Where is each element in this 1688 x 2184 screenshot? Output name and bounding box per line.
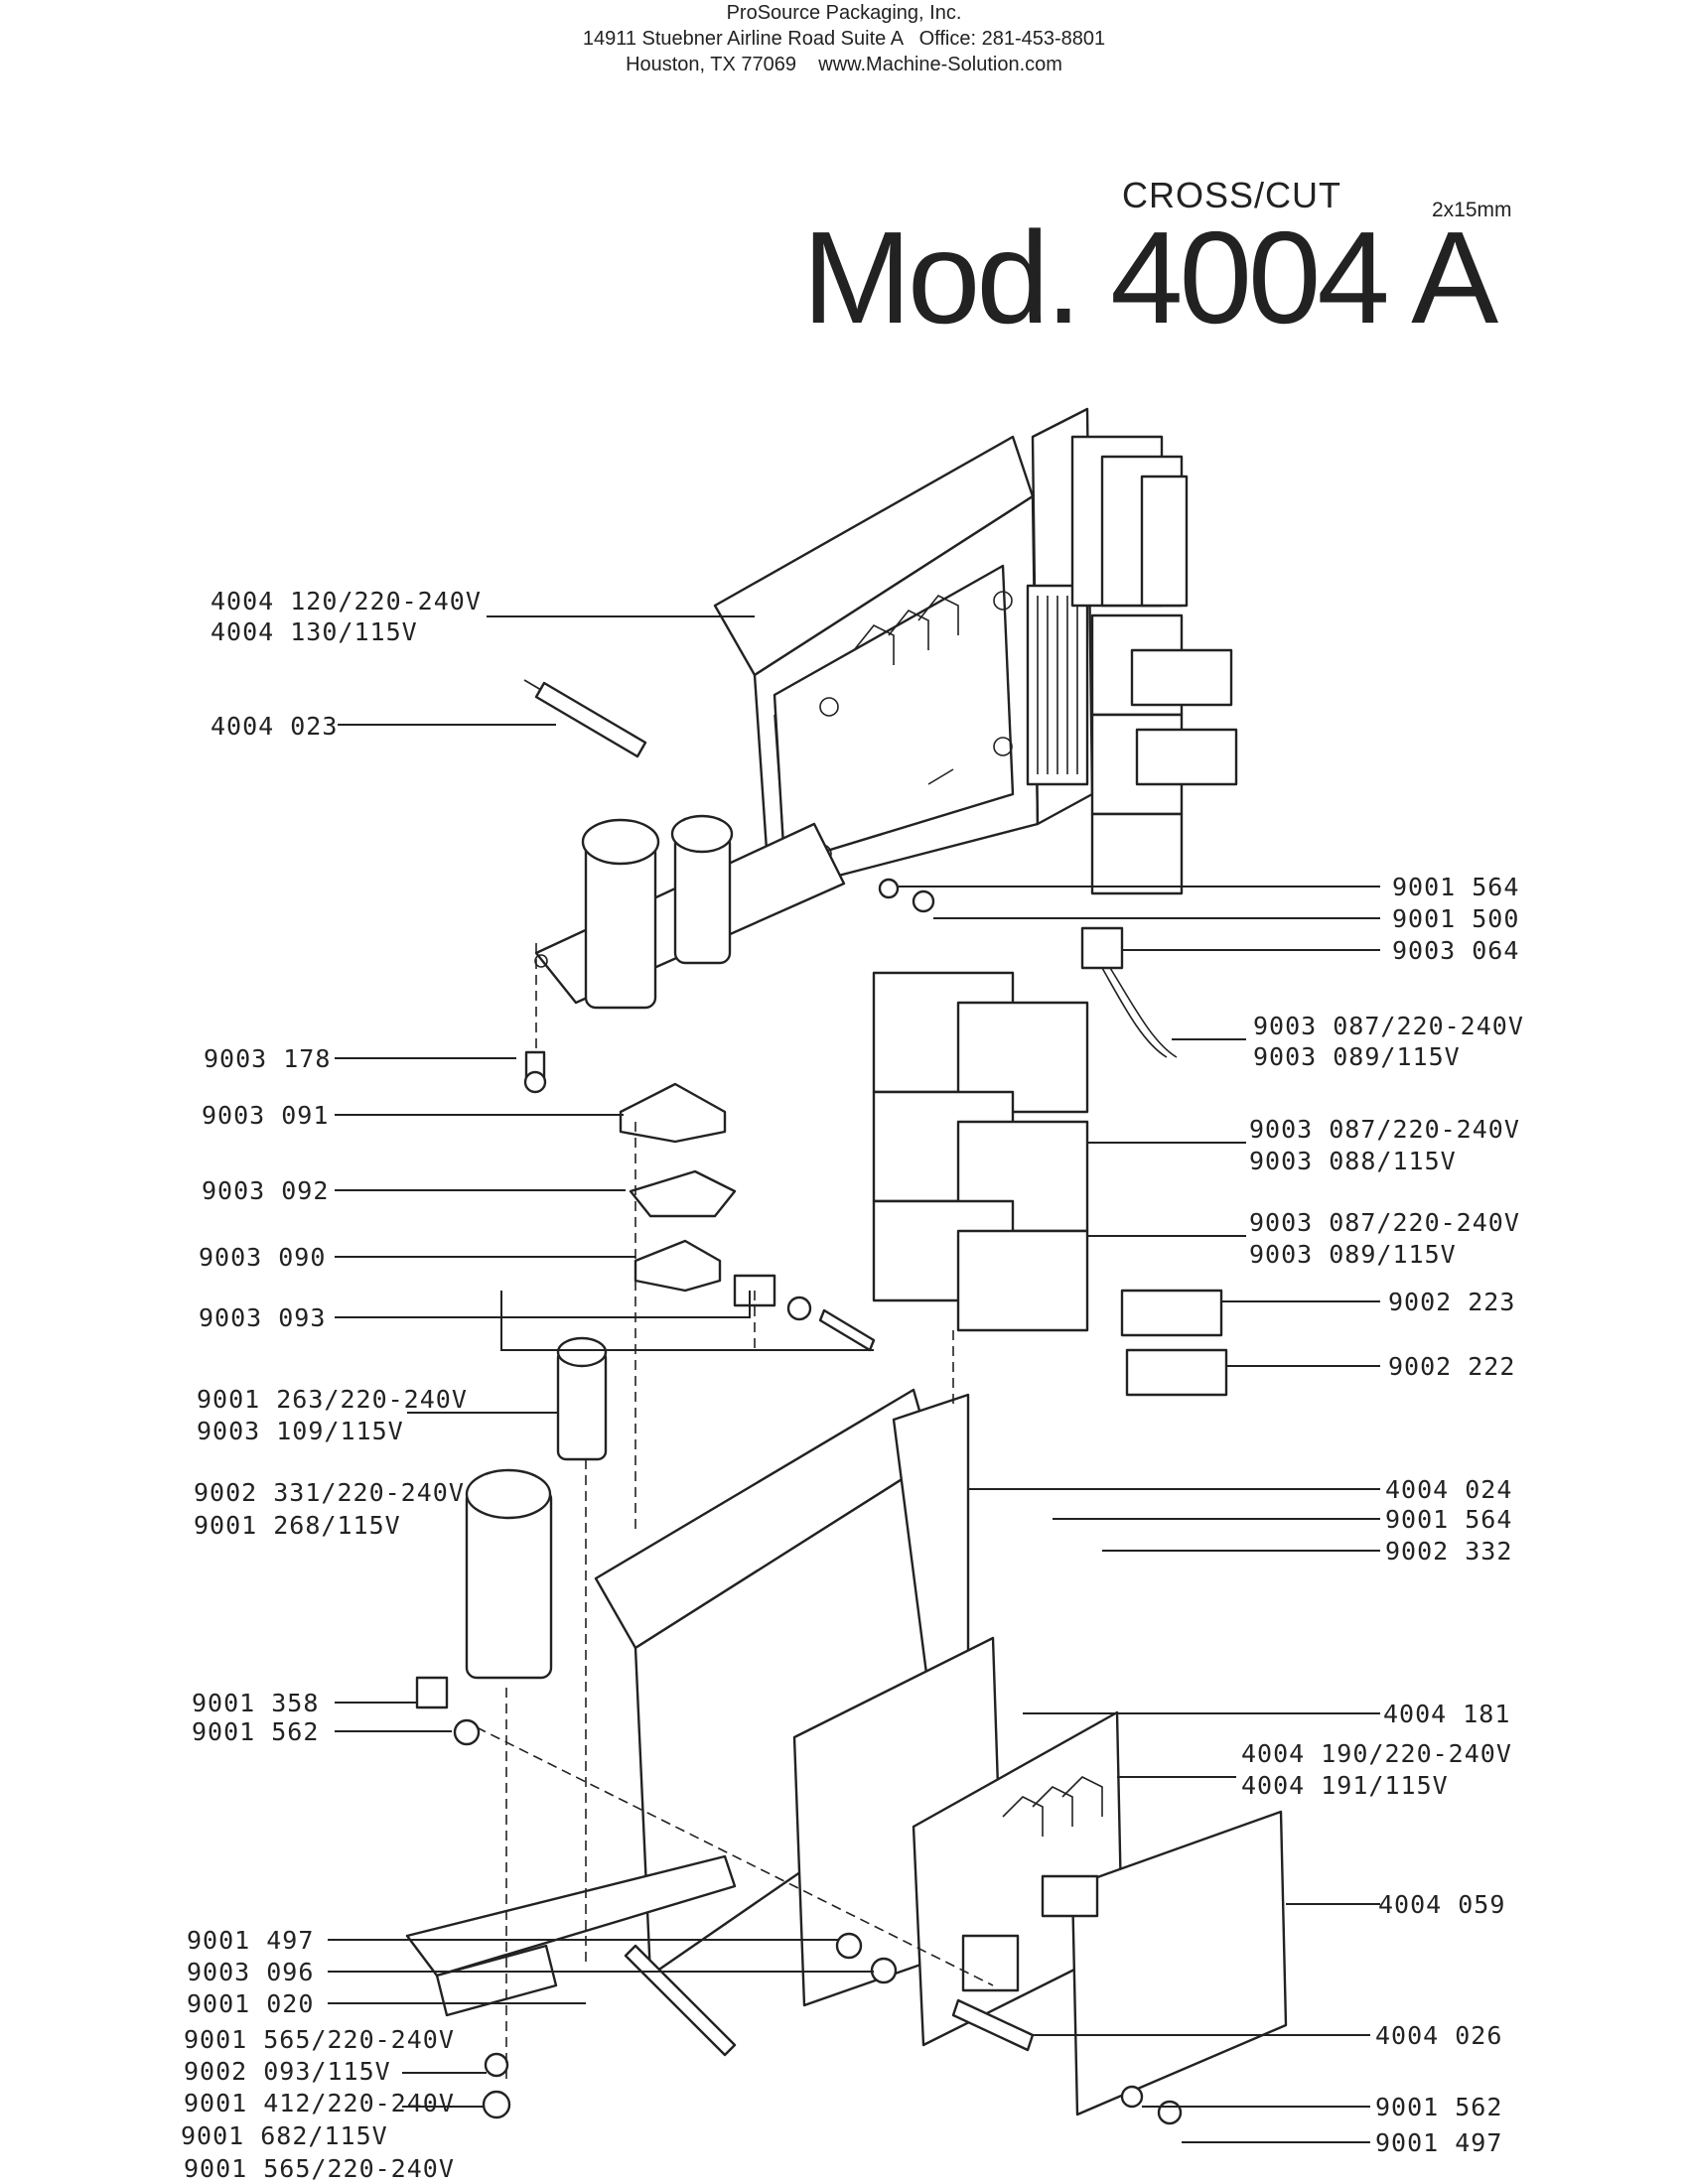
label-4004-024: 4004 024 xyxy=(1385,1475,1512,1504)
left-labels: 4004 120/220-240V 4004 130/115V 4004 023… xyxy=(181,587,482,2183)
label-4004-120: 4004 120/220-240V xyxy=(211,587,482,615)
label-9003-087-c: 9003 087/220-240V xyxy=(1249,1208,1520,1237)
label-9001-263: 9001 263/220-240V xyxy=(197,1385,468,1414)
label-9003-091: 9003 091 xyxy=(202,1101,329,1130)
label-9003-096: 9003 096 xyxy=(187,1958,314,1986)
label-9001-564-mid: 9001 564 xyxy=(1385,1505,1512,1534)
small-connector-064 xyxy=(1080,926,1178,1058)
label-9002-223: 9002 223 xyxy=(1388,1288,1515,1316)
small-parts-left xyxy=(619,1082,876,1352)
label-9003-109: 9003 109/115V xyxy=(197,1417,404,1445)
label-9003-089-b: 9003 089/115V xyxy=(1249,1240,1457,1269)
lower-hardware xyxy=(405,1676,1183,2125)
terminal-strip xyxy=(1026,584,1089,786)
company-city-website: Houston, TX 77069 www.Machine-Solution.c… xyxy=(626,54,1062,75)
aux-contacts xyxy=(1120,1289,1228,1397)
company-name: ProSource Packaging, Inc. xyxy=(726,2,962,24)
assembly-guide-lines xyxy=(476,943,994,2085)
model-title: Mod. 4004 A xyxy=(802,205,1498,350)
label-9003-090: 9003 090 xyxy=(199,1243,326,1272)
top-contactor-stack xyxy=(1070,435,1238,895)
label-9003-089-a: 9003 089/115V xyxy=(1253,1042,1461,1071)
company-header: ProSource Packaging, Inc. 14911 Stuebner… xyxy=(0,0,1688,77)
label-9001-564-top: 9001 564 xyxy=(1392,873,1519,901)
label-9003-093: 9003 093 xyxy=(199,1303,326,1332)
label-9002-093: 9002 093/115V xyxy=(184,2057,391,2086)
label-9001-500: 9001 500 xyxy=(1392,904,1519,933)
label-9001-268: 9001 268/115V xyxy=(194,1511,401,1540)
hardware-top xyxy=(523,878,935,1094)
label-9002-331: 9002 331/220-240V xyxy=(194,1478,465,1507)
label-9003-087-b: 9003 087/220-240V xyxy=(1249,1115,1520,1144)
label-4004-191: 4004 191/115V xyxy=(1241,1771,1449,1800)
label-9003-064: 9003 064 xyxy=(1392,936,1519,965)
leader-lines xyxy=(328,615,1380,2143)
label-4004-181: 4004 181 xyxy=(1383,1700,1510,1728)
label-4004-059: 4004 059 xyxy=(1378,1890,1505,1919)
label-9001-562-right: 9001 562 xyxy=(1375,2093,1502,2121)
label-9001-565-b: 9001 565/220-240V xyxy=(184,2154,455,2183)
label-9001-412: 9001 412/220-240V xyxy=(184,2089,455,2117)
label-9003-092: 9003 092 xyxy=(202,1176,329,1205)
label-9002-222: 9002 222 xyxy=(1388,1352,1515,1381)
label-9001-497-right: 9001 497 xyxy=(1375,2128,1502,2157)
label-9001-497-left: 9001 497 xyxy=(187,1926,314,1955)
label-9003-087-a: 9003 087/220-240V xyxy=(1253,1012,1524,1040)
standoff-023 xyxy=(523,679,647,758)
label-4004-130: 4004 130/115V xyxy=(211,617,418,646)
right-labels: 9001 564 9001 500 9003 064 9003 087/220-… xyxy=(1241,873,1524,2157)
label-4004-190: 4004 190/220-240V xyxy=(1241,1739,1512,1768)
top-capacitors xyxy=(534,814,846,1010)
label-9001-682: 9001 682/115V xyxy=(181,2121,388,2150)
label-4004-023: 4004 023 xyxy=(211,712,338,741)
relay-stack-middle xyxy=(872,971,1089,1332)
cut-dimension: 2x15mm xyxy=(1432,199,1512,221)
label-9001-562-left: 9001 562 xyxy=(192,1717,319,1746)
label-9001-565-a: 9001 565/220-240V xyxy=(184,2025,455,2054)
label-9001-020: 9001 020 xyxy=(187,1989,314,2018)
cut-type-title: CROSS/CUT xyxy=(1122,175,1342,215)
label-9003-178: 9003 178 xyxy=(204,1044,331,1073)
label-9001-358: 9001 358 xyxy=(192,1689,319,1717)
label-9003-088: 9003 088/115V xyxy=(1249,1147,1457,1175)
label-4004-026: 4004 026 xyxy=(1375,2021,1502,2050)
capacitors-bottom xyxy=(465,1336,608,1680)
label-9002-332: 9002 332 xyxy=(1385,1537,1512,1566)
company-address: 14911 Stuebner Airline Road Suite A Offi… xyxy=(582,28,1106,50)
lower-housing xyxy=(594,1388,1288,2116)
